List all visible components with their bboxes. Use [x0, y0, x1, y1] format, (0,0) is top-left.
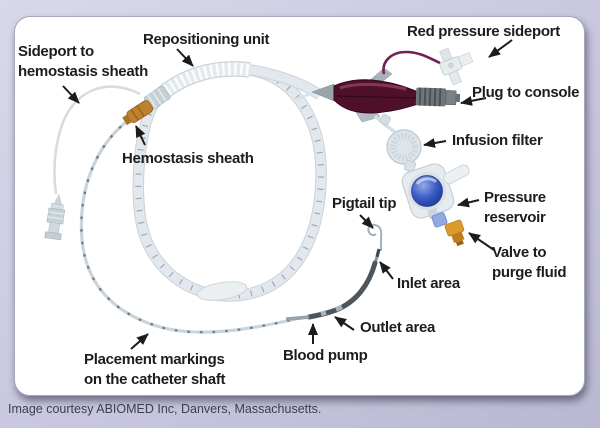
arrow-valve-purge — [468, 232, 495, 251]
label-placement-markings: Placement markings on the catheter shaft — [84, 351, 226, 389]
infusion-filter — [373, 113, 422, 173]
repositioning-unit-handle — [291, 67, 461, 123]
label-hemostasis-sheath: Hemostasis sheath — [122, 150, 254, 167]
purge-valve — [427, 207, 465, 247]
plug-to-console-connector — [415, 87, 461, 107]
label-red-pressure: Red pressure sideport — [407, 23, 560, 40]
label-valve-purge: Valve to purge fluid — [492, 244, 567, 282]
sideport-luer-connector — [44, 193, 66, 241]
arrow-outlet — [334, 316, 355, 331]
label-plug-console: Plug to console — [472, 84, 580, 101]
label-inlet-area: Inlet area — [397, 275, 460, 292]
label-outlet-area: Outlet area — [360, 319, 436, 336]
arrow-plug-console — [460, 95, 487, 106]
pressure-wire — [382, 50, 441, 75]
arrow-red-pressure — [488, 39, 513, 58]
arrow-pigtail — [359, 214, 374, 229]
arrow-infusion-filter — [423, 138, 447, 148]
hemostasis-sheath-connector — [122, 85, 171, 126]
arrow-pressure-reservoir — [457, 197, 480, 208]
catheter-shaft — [79, 117, 302, 334]
pigtail-tip — [367, 223, 383, 251]
annotation-arrows — [62, 39, 513, 350]
arrow-hemostasis — [135, 125, 146, 146]
arrow-sideport — [62, 85, 80, 104]
sideport-tube — [53, 85, 141, 195]
label-sideport: Sideport to hemostasis sheath — [18, 43, 148, 81]
blood-pump — [285, 248, 381, 321]
sheath-loop — [132, 62, 327, 302]
label-infusion-filter: Infusion filter — [452, 132, 543, 149]
label-pressure-reservoir: Pressure reservoir — [484, 189, 546, 227]
image-credit-caption: Image courtesy ABIOMED Inc, Danvers, Mas… — [8, 402, 322, 416]
label-repositioning-unit: Repositioning unit — [143, 31, 270, 48]
arrow-placement — [130, 333, 149, 350]
label-pigtail-tip: Pigtail tip — [332, 195, 397, 212]
red-pressure-sideport-stopcock — [439, 47, 474, 86]
arrow-inlet — [379, 261, 394, 280]
label-blood-pump: Blood pump — [283, 347, 368, 364]
pressure-reservoir — [401, 163, 470, 219]
arrow-repositioning — [176, 48, 194, 67]
